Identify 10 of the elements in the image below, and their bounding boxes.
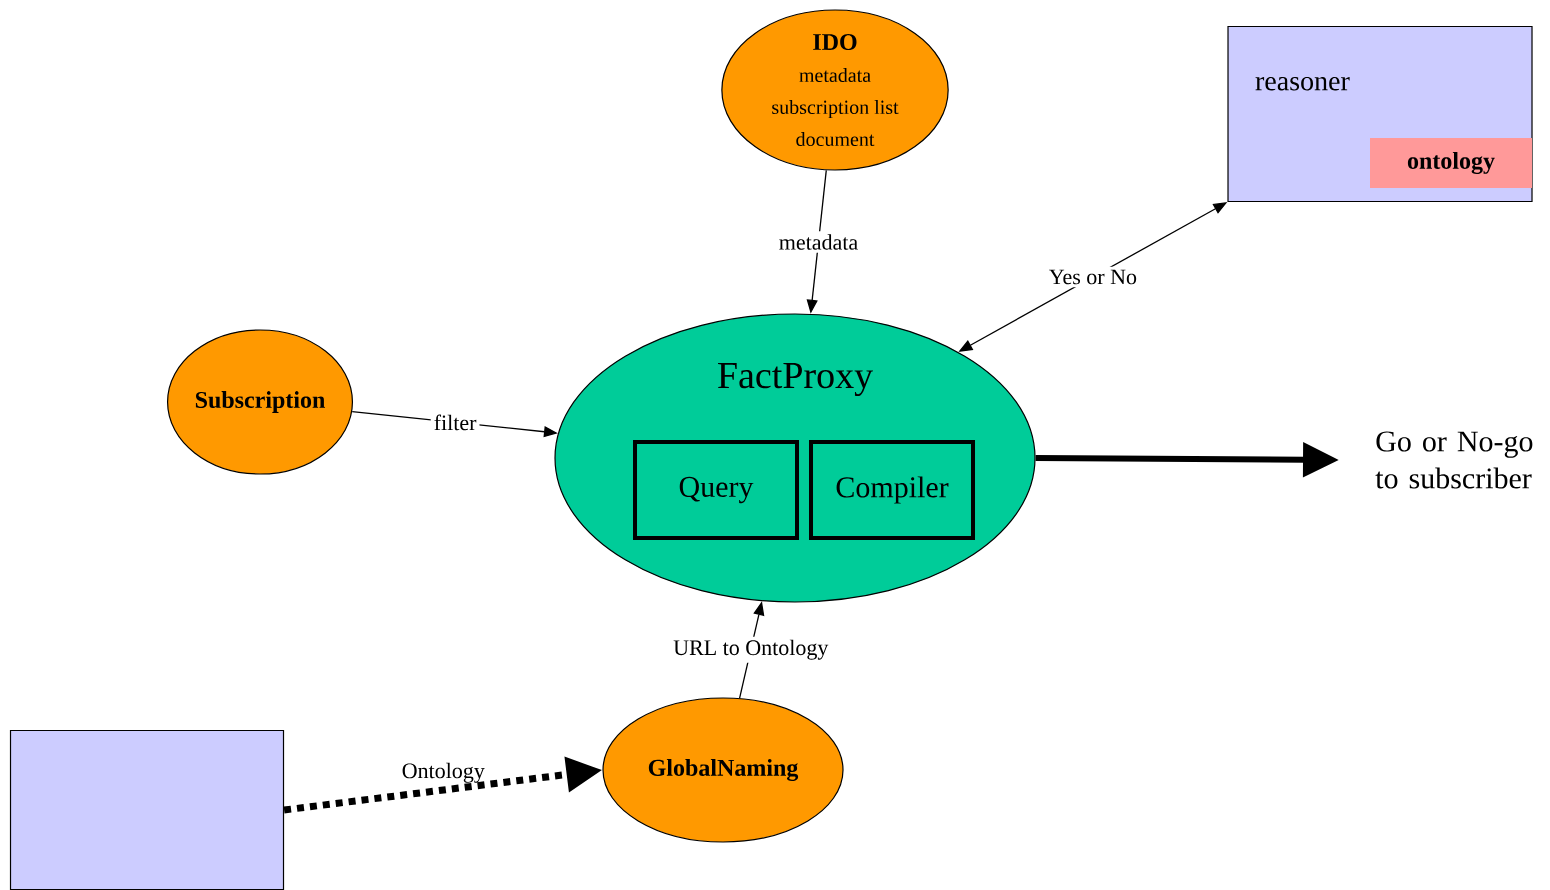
module-box: Query [633,440,799,540]
module-box: Compiler [809,440,975,540]
editor-box [9,729,285,890]
edge-label: URL to Ontology [670,636,832,663]
edge-label: filter [430,411,480,434]
ontology-tag: ontology [1370,138,1532,188]
edge-label: metadata [775,231,862,253]
edge-label: Yes or No [1045,266,1141,288]
edge-label: Ontology [402,762,485,783]
output-text: Go or No-go to subscriber [1375,431,1533,489]
